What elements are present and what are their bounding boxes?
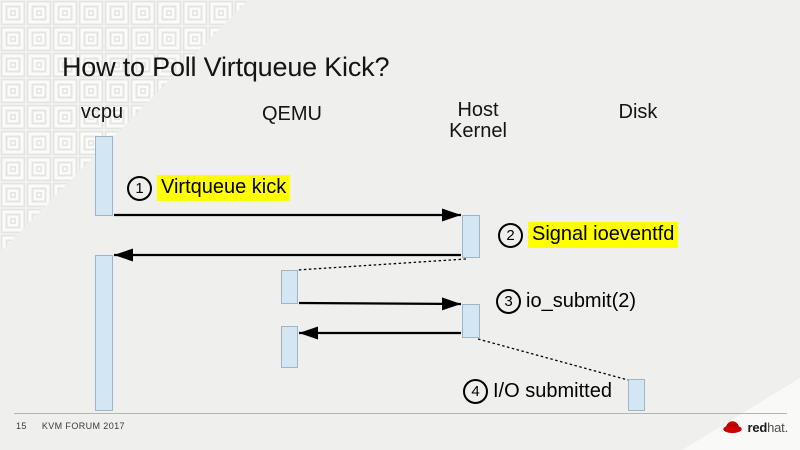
- dotted-link-kernel-to-qemu: [296, 258, 467, 271]
- step-1-number-badge: 1: [127, 175, 152, 201]
- step-2-annotation: 2 Signal ioeventfd: [498, 222, 679, 248]
- activation-bar-vcpu-2: [95, 255, 113, 411]
- footer: 15 KVM FORUM 2017: [16, 421, 125, 431]
- footer-text: KVM FORUM 2017: [41, 421, 125, 431]
- slide-title: How to Poll Virtqueue Kick?: [62, 52, 390, 82]
- lifeline-header-qemu: QEMU: [262, 103, 322, 125]
- corner-swoosh-decoration: [682, 378, 800, 450]
- page-number: 15: [16, 421, 27, 431]
- dotted-link-kernel-to-disk: [477, 338, 629, 381]
- activation-bar-disk: [628, 379, 645, 411]
- activation-bar-host-kernel-2: [462, 304, 480, 338]
- redhat-wordmark-red: red: [747, 420, 768, 435]
- step-3-label: io_submit(2): [526, 290, 637, 312]
- lifeline-header-host-kernel: Host Kernel: [449, 99, 507, 142]
- activation-bar-qemu-1: [281, 270, 298, 304]
- activation-bar-vcpu-1: [95, 136, 113, 216]
- corner-pattern-decoration: [0, 0, 248, 252]
- step-1-annotation: 1 Virtqueue kick: [127, 175, 291, 201]
- step-3-number-badge: 3: [496, 289, 521, 314]
- step-4-annotation: 4 I/O submitted: [463, 379, 612, 404]
- step-4-number-badge: 4: [463, 379, 488, 404]
- step-2-number-badge: 2: [498, 222, 523, 248]
- lifeline-header-disk: Disk: [618, 101, 658, 123]
- redhat-hat-icon: [723, 421, 743, 434]
- step-1-label: Virtqueue kick: [157, 175, 291, 201]
- redhat-logo: redhat.: [722, 420, 788, 435]
- step-4-label: I/O submitted: [493, 380, 612, 402]
- redhat-wordmark: redhat.: [747, 420, 788, 435]
- step-2-label: Signal ioeventfd: [528, 222, 679, 248]
- footer-divider: [14, 413, 787, 414]
- activation-bar-host-kernel-1: [462, 215, 480, 258]
- lifeline-header-vcpu: vcpu: [80, 101, 124, 123]
- step-3-annotation: 3 io_submit(2): [496, 289, 636, 314]
- activation-bar-qemu-2: [281, 326, 298, 368]
- redhat-wordmark-hat: hat.: [767, 420, 788, 435]
- arrow-io-submit: [298, 297, 462, 311]
